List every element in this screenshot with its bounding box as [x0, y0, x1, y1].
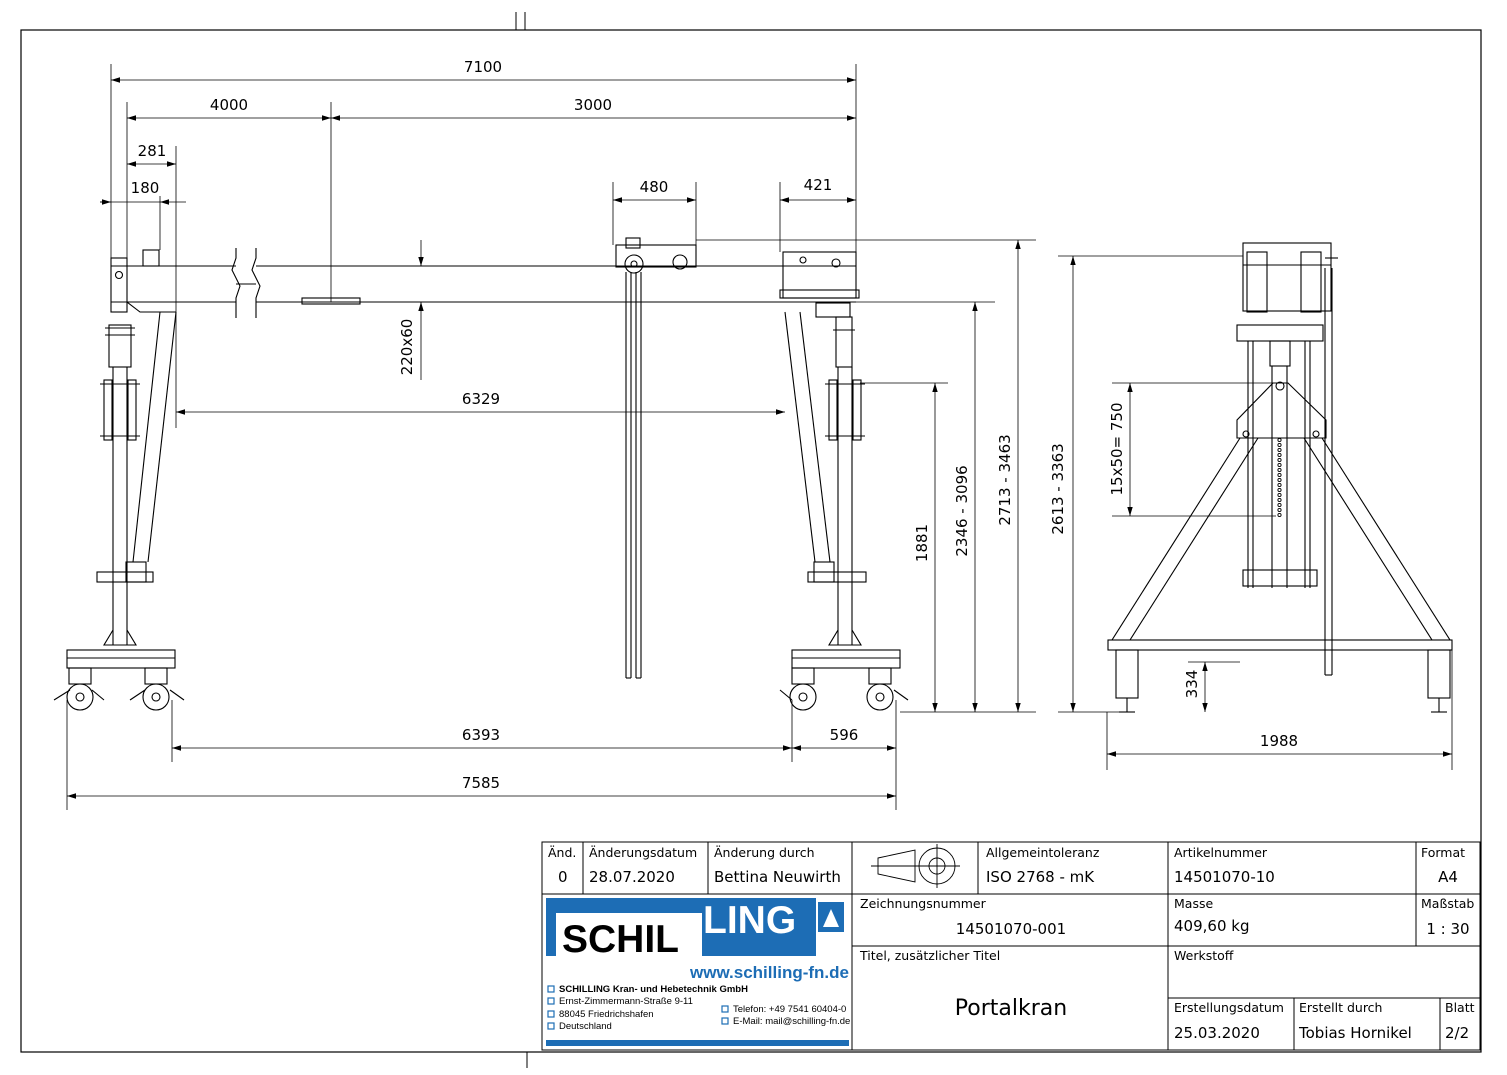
article-header: Artikelnummer: [1174, 845, 1268, 860]
dim-7585: 7585: [462, 774, 500, 792]
dim-180: 180: [131, 179, 160, 197]
material-header: Werkstoff: [1174, 948, 1234, 963]
rev-value: 0: [558, 868, 568, 886]
format-value: A4: [1438, 868, 1458, 886]
format-header: Format: [1421, 845, 1465, 860]
adjustment-hole: [1277, 477, 1282, 483]
adjustment-hole: [1277, 447, 1282, 453]
change-date-header: Änderungsdatum: [589, 845, 697, 860]
dim-7100: 7100: [464, 58, 502, 76]
created-date-header: Erstellungsdatum: [1174, 1000, 1284, 1015]
dim-3000: 3000: [574, 96, 612, 114]
dimension-lines: [66, 64, 1453, 810]
mass-header: Masse: [1174, 896, 1213, 911]
dim-480: 480: [640, 178, 669, 196]
dim-4000: 4000: [210, 96, 248, 114]
dim-6393: 6393: [462, 726, 500, 744]
created-by: Tobias Hornikel: [1298, 1024, 1412, 1042]
scale-header: Maßstab: [1421, 896, 1474, 911]
sheet-value: 2/2: [1445, 1024, 1469, 1042]
tolerance-header: Allgemeintoleranz: [986, 845, 1100, 860]
rev-header: Änd.: [548, 845, 576, 860]
company-name: SCHILLING Kran- und Hebetechnik GmbH: [559, 984, 748, 995]
crane-front-view: [53, 237, 909, 711]
dim-1988: 1988: [1260, 732, 1298, 750]
adjustment-hole: [1277, 452, 1282, 458]
dim-334: 334: [1183, 670, 1201, 699]
adjustment-hole: [1277, 492, 1282, 498]
schilling-logo: SCHIL LING www.schilling-fn.de: [546, 898, 849, 1046]
adjustment-hole: [1277, 482, 1282, 488]
company-country: Deutschland: [559, 1021, 612, 1032]
drawing-number: 14501070-001: [956, 920, 1066, 938]
dim-1881: 1881: [913, 524, 931, 562]
dim-2346-3096: 2346 - 3096: [953, 465, 971, 556]
dim-421: 421: [804, 176, 833, 194]
logo-url: www.schilling-fn.de: [689, 963, 849, 982]
title-block: [541, 841, 1481, 1051]
changed-by: Bettina Neuwirth: [714, 868, 841, 886]
dim-220x60: 220x60: [398, 319, 416, 376]
title-header: Titel, zusätzlicher Titel: [859, 948, 1000, 963]
drawing-number-header: Zeichnungsnummer: [860, 896, 987, 911]
adjustment-hole: [1277, 437, 1282, 443]
sheet-header: Blatt: [1445, 1000, 1475, 1015]
hole-pattern: [1277, 437, 1282, 518]
adjustment-hole: [1277, 502, 1282, 508]
adjustment-hole: [1277, 472, 1282, 478]
adjustment-hole: [1277, 487, 1282, 493]
tolerance: ISO 2768 - mK: [986, 868, 1095, 886]
scale-value: 1 : 30: [1426, 920, 1469, 938]
company-email: E-Mail: mail@schilling-fn.de: [733, 1016, 850, 1027]
dim-281: 281: [138, 142, 167, 160]
adjustment-hole: [1277, 457, 1282, 463]
change-date: 28.07.2020: [589, 868, 675, 886]
sheet-border: [20, 29, 1482, 1053]
adjustment-hole: [1277, 497, 1282, 503]
created-by-header: Erstellt durch: [1299, 1000, 1382, 1015]
adjustment-hole: [1277, 442, 1282, 448]
company-phone: Telefon: +49 7541 60404-0: [733, 1004, 846, 1015]
adjustment-hole: [1277, 467, 1282, 473]
adjustment-hole: [1277, 512, 1282, 518]
article-number: 14501070-10: [1174, 868, 1275, 886]
dim-596: 596: [830, 726, 859, 744]
drawing-title: Portalkran: [955, 996, 1067, 1021]
logo-text-left: SCHIL: [562, 918, 679, 961]
dim-2713-3463: 2713 - 3463: [996, 434, 1014, 525]
company-city: 88045 Friedrichshafen: [559, 1009, 654, 1020]
mass-value: 409,60 kg: [1174, 917, 1249, 935]
logo-text-right: LING: [703, 899, 796, 942]
address-block: SCHILLING Kran- und Hebetechnik GmbH Ern…: [547, 984, 850, 1032]
adjustment-hole: [1277, 507, 1282, 513]
dim-2613-3363: 2613 - 3363: [1049, 443, 1067, 534]
dim-hole-pattern: 15x50= 750: [1108, 402, 1126, 495]
adjustment-hole: [1277, 462, 1282, 468]
crane-side-view: [1107, 242, 1453, 713]
created-date: 25.03.2020: [1174, 1024, 1260, 1042]
company-street: Ernst-Zimmermann-Straße 9-11: [559, 996, 693, 1007]
changed-by-header: Änderung durch: [714, 845, 815, 860]
projection-symbol-icon: [871, 844, 960, 888]
dim-6329: 6329: [462, 390, 500, 408]
